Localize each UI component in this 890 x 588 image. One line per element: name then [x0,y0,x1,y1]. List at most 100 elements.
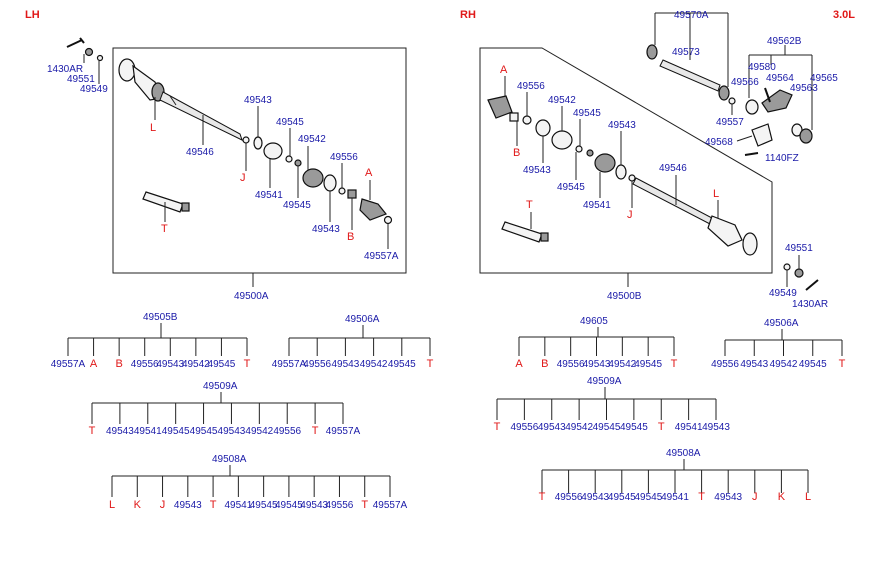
kit-item[interactable]: 49541 [224,500,252,511]
rh-bearing-cap[interactable] [799,128,813,144]
kit-item[interactable]: 49557A [373,500,408,511]
lh-inner-joint[interactable] [302,168,324,188]
kit-item[interactable]: A [515,358,523,370]
kit-title[interactable]: 49508A [666,448,701,459]
kit-item[interactable]: 49541 [675,422,703,433]
kit-item[interactable]: T [89,425,96,437]
kit-item[interactable]: T [698,491,705,503]
rh-shaft[interactable] [632,177,713,225]
kit-item[interactable]: T [839,358,846,370]
kit-item[interactable]: 49545 [593,422,621,433]
kit-item[interactable]: 49545 [190,426,218,437]
lh-ring[interactable] [338,187,346,195]
rh-outer-joint[interactable] [707,215,758,256]
kit-item[interactable]: 49545 [634,492,662,503]
kit-item[interactable]: A [90,358,98,370]
kit-item[interactable]: 49542 [608,359,636,370]
kit-item[interactable]: 49556 [711,359,739,370]
lh-clamp[interactable] [242,136,250,144]
kit-item[interactable]: 49545 [250,500,278,511]
kit-item[interactable]: 49556 [326,500,354,511]
kit-item[interactable]: 49557A [326,426,361,437]
rh-ext-shaft[interactable] [659,59,721,92]
kit-item[interactable]: T [671,358,678,370]
kit-item[interactable]: L [109,499,115,511]
rh-bearing-ring[interactable] [745,99,759,115]
kit-item[interactable]: K [778,491,786,503]
kit-item[interactable]: 49542 [182,359,210,370]
rh-ext-seal[interactable] [646,44,658,60]
rh-nut[interactable] [794,268,804,278]
kit-item[interactable]: 49543 [331,359,359,370]
kit-item[interactable]: 49543 [583,359,611,370]
kit-item[interactable]: T [361,499,368,511]
kit-item[interactable]: 49556 [131,359,159,370]
kit-item[interactable]: 49542 [245,426,273,437]
kit-item[interactable]: 49557A [51,359,86,370]
kit-item[interactable]: L [805,491,811,503]
kit-item[interactable]: 49542 [565,422,593,433]
kit-item[interactable]: 49545 [608,492,636,503]
kit-item[interactable]: J [160,499,166,511]
rh-inner-joint[interactable] [594,153,616,173]
kit-item[interactable]: 49543 [538,422,566,433]
kit-title[interactable]: 49509A [203,381,238,392]
kit-item[interactable]: 49543 [581,492,609,503]
kit-item[interactable]: T [494,421,501,433]
rh-boot-clamp-a[interactable] [535,119,551,137]
kit-item[interactable]: 49556 [555,492,583,503]
kit-item[interactable]: 49543 [106,426,134,437]
kit-item[interactable]: 49545 [620,422,648,433]
kit-item[interactable]: 49543 [218,426,246,437]
kit-item[interactable]: 49545 [799,359,827,370]
rh-ring[interactable] [522,115,532,125]
kit-item[interactable]: 49543 [702,422,730,433]
kit-item[interactable]: B [541,358,548,370]
kit-item[interactable]: 49543 [300,500,328,511]
kit-title[interactable]: 49509A [587,376,622,387]
kit-item[interactable]: 49556 [557,359,585,370]
kit-item[interactable]: K [134,499,142,511]
rh-bracket-bolt[interactable] [744,152,759,156]
lh-shaft[interactable] [159,91,243,141]
kit-item[interactable]: 49545 [275,500,303,511]
rh-grease-tube[interactable] [501,221,549,243]
kit-item[interactable]: 49543 [740,359,768,370]
kit-item[interactable]: 49541 [661,492,689,503]
kit-item[interactable]: 49541 [134,426,162,437]
kit-item[interactable]: T [658,421,665,433]
lh-boot-clamp-b[interactable] [323,174,337,192]
kit-item[interactable]: 49545 [388,359,416,370]
kit-item[interactable]: 49543 [156,359,184,370]
lh-outer-joint[interactable] [118,58,165,102]
rh-inner-tripod[interactable] [487,95,513,119]
rh-boot-clamp-b[interactable] [615,164,627,180]
kit-title[interactable]: 49508A [212,454,247,465]
lh-washer[interactable] [96,54,104,62]
lh-nut[interactable] [84,47,94,57]
rh-bearing[interactable] [761,89,793,113]
rh-bolt[interactable] [805,279,819,291]
kit-item[interactable]: 49543 [714,492,742,503]
kit-item[interactable]: 49542 [770,359,798,370]
kit-title[interactable]: 49505B [143,312,178,323]
kit-item[interactable]: 49542 [360,359,388,370]
kit-item[interactable]: T [539,491,546,503]
kit-item[interactable]: 49545 [208,359,236,370]
lh-bolt[interactable] [66,37,85,48]
kit-item[interactable]: B [115,358,122,370]
rh-ext-ring[interactable] [718,85,730,101]
lh-grease-tube[interactable] [142,191,190,213]
lh-snap-ring[interactable] [383,215,393,225]
kit-item[interactable]: 49556 [510,422,538,433]
kit-title[interactable]: 49506A [764,318,799,329]
kit-item[interactable]: 49543 [174,500,202,511]
kit-item[interactable]: T [210,499,217,511]
kit-item[interactable]: J [752,491,758,503]
rh-bracket[interactable] [751,123,773,147]
kit-item[interactable]: 49556 [273,426,301,437]
kit-item[interactable]: T [244,358,251,370]
lh-boot-clamp-a[interactable] [253,136,263,150]
kit-item[interactable]: T [312,425,319,437]
lh-boot[interactable] [263,142,283,160]
